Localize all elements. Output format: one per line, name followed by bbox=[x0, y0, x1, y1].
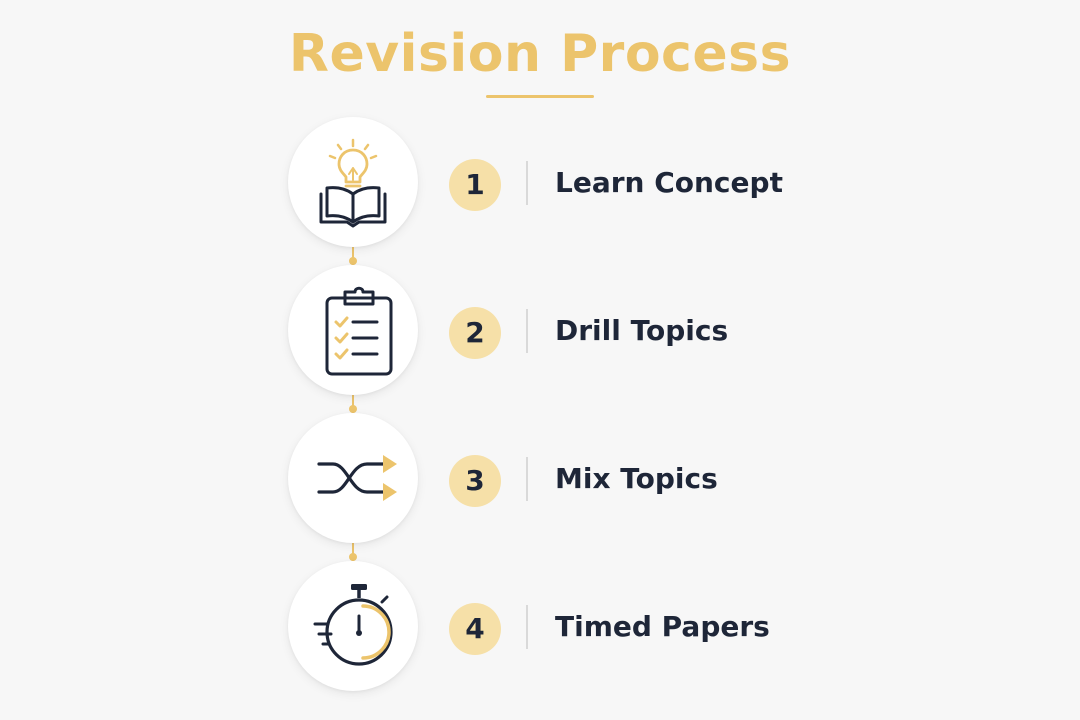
step-4-divider bbox=[526, 605, 528, 649]
step-1-divider bbox=[526, 161, 528, 205]
step-1-icon-circle bbox=[288, 117, 418, 247]
connector-2-3 bbox=[352, 395, 354, 413]
step-1-label: Learn Concept bbox=[555, 166, 783, 199]
connector-dot-2-3 bbox=[349, 405, 357, 413]
step-3-divider bbox=[526, 457, 528, 501]
clipboard-checklist-icon bbox=[325, 286, 393, 376]
step-1-number-badge: 1 bbox=[449, 159, 501, 211]
diagram-title: Revision Process bbox=[288, 24, 792, 84]
stopwatch-icon bbox=[313, 584, 393, 666]
shuffle-arrows-icon bbox=[317, 455, 397, 501]
step-4-number-badge: 4 bbox=[449, 603, 501, 655]
step-2-icon-circle bbox=[288, 265, 418, 395]
connector-3-4 bbox=[352, 543, 354, 561]
step-4-label: Timed Papers bbox=[555, 610, 770, 643]
connector-dot-1-2 bbox=[349, 257, 357, 265]
connector-1-2 bbox=[352, 247, 354, 265]
step-3-icon-circle bbox=[288, 413, 418, 543]
step-3-label: Mix Topics bbox=[555, 462, 718, 495]
connector-dot-3-4 bbox=[349, 553, 357, 561]
step-2-label: Drill Topics bbox=[555, 314, 729, 347]
step-2-number-badge: 2 bbox=[449, 307, 501, 359]
title-underline bbox=[486, 95, 594, 98]
step-4-icon-circle bbox=[288, 561, 418, 691]
open-book-lightbulb-icon bbox=[319, 138, 387, 228]
step-2-divider bbox=[526, 309, 528, 353]
step-3-number-badge: 3 bbox=[449, 455, 501, 507]
